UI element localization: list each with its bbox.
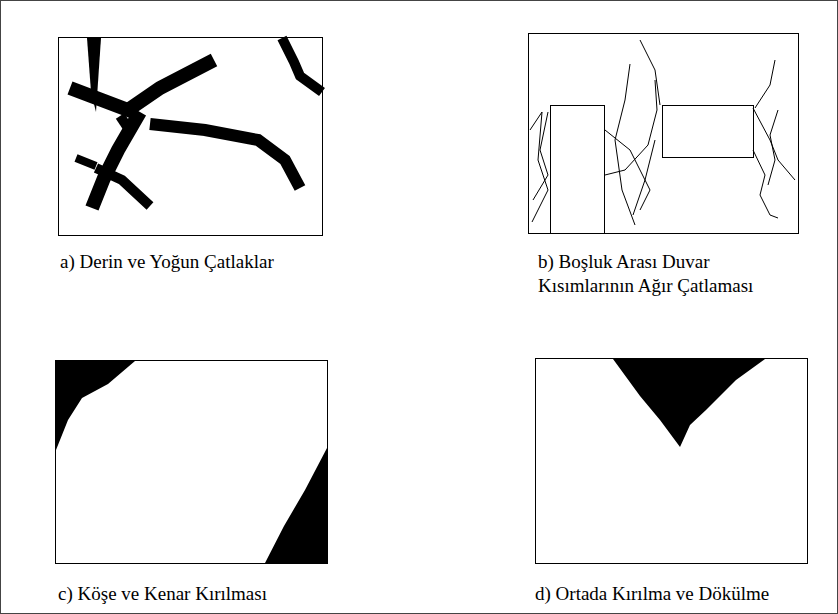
pier-cracks (530, 40, 795, 225)
wall-panel (536, 359, 808, 564)
spalled-area (613, 359, 765, 447)
caption: a) Derin ve Yoğun Çatlaklar (60, 250, 274, 274)
caption: c) Köşe ve Kenar Kırılması (58, 582, 267, 606)
wall-panel (529, 34, 799, 234)
wall-panel (59, 38, 323, 236)
window-opening (663, 106, 754, 158)
wall-panel (56, 361, 328, 564)
caption: d) Ortada Kırılma ve Dökülme (535, 582, 769, 606)
broken-corner (56, 361, 135, 450)
caption: b) Boşluk Arası Duvar Kısımlarının Ağır … (538, 250, 788, 298)
door-opening (551, 106, 605, 234)
broken-corner (265, 448, 327, 563)
deep-cracks (70, 38, 322, 208)
